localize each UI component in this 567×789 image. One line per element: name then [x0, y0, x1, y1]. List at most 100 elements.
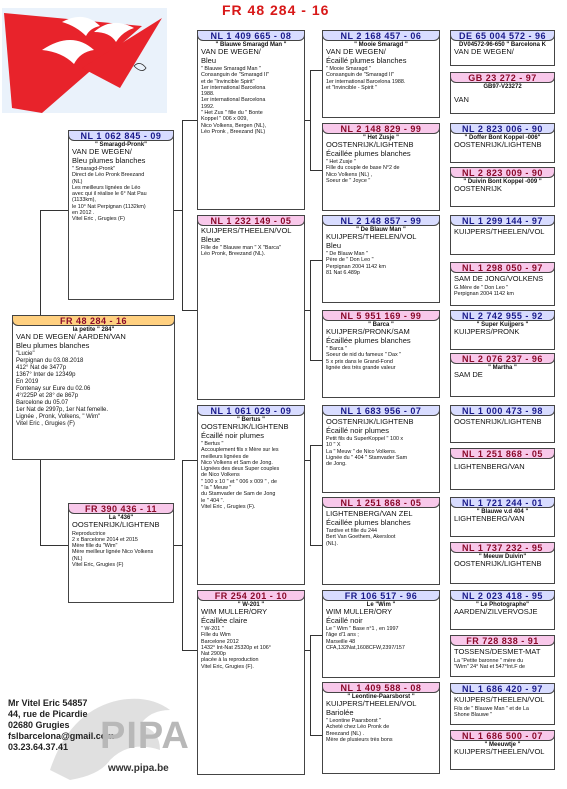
g3-ring-number: NL 1 686 420 - 97 — [451, 684, 554, 694]
grandparent-card[interactable]: NL 1 232 149 - 05 KUIJPERS/THEELEN/VOL B… — [197, 215, 305, 400]
dam-name: La "436" — [108, 515, 134, 521]
great-grandparent-description: Petit fils du SuperKoppel " 100 x 10 " X… — [326, 436, 408, 468]
grandparent-owner: VAN DE WEGEN/ — [201, 47, 261, 56]
grandparent-name: " W-201 " — [237, 602, 265, 608]
great-grandparent-card[interactable]: NL 2 148 829 - 99 " Het Zusje " OOSTENRI… — [322, 123, 440, 211]
contact-email[interactable]: fslbarcelona@gmail.com — [8, 731, 115, 741]
g3-name: " Doffer Bont Koppel -006" — [464, 135, 541, 141]
contact-phone: 03.23.64.37.41 — [8, 742, 69, 752]
great-grandparent-card[interactable]: NL 1 409 588 - 08 " Leontine-Paarsborst … — [322, 682, 440, 774]
g3-card[interactable]: NL 2 742 955 - 92 " Super Kuijpers " KUI… — [450, 310, 555, 350]
great-grandparent-card[interactable]: NL 2 148 857 - 99 " De Blauw Man " KUIJP… — [322, 215, 440, 303]
g3-card[interactable]: NL 2 823 006 - 90 " Doffer Bont Koppel -… — [450, 123, 555, 163]
g3-card[interactable]: NL 1 686 500 - 07 " Meeuwtje " KUIJPERS/… — [450, 730, 555, 770]
g3-owner: OOSTENRIJK/LIGHTENB — [454, 559, 542, 568]
g3-card[interactable]: NL 1 299 144 - 97 KUIJPERS/THEELEN/VOL — [450, 215, 555, 255]
great-grandparent-description: " De Blauw Man " Père de " Don Leo " Per… — [326, 251, 386, 276]
g3-card[interactable]: GB 23 272 - 97 GB97-V23272 VAN — [450, 72, 555, 114]
grandparent-description: Fille de " Blauwe man " X "Barca" Léo Pr… — [201, 245, 281, 258]
g3-card[interactable]: DE 65 004 572 - 96 DV04572-96-650 " Barc… — [450, 30, 555, 66]
g3-ring-number: NL 1 000 473 - 98 — [451, 406, 554, 416]
g3-owner: SAM DE — [454, 370, 483, 379]
grandparent-color: Bleu — [201, 55, 217, 65]
contact-name: Mr Vitel Eric 54857 — [8, 698, 88, 708]
grandparent-card[interactable]: FR 254 201 - 10 " W-201 " WIM MULLER/ORY… — [197, 590, 305, 775]
dam-card[interactable]: FR 390 436 - 11 La "436" OOSTENRIJK/LIGH… — [68, 503, 174, 603]
breeder-logo — [2, 8, 167, 113]
g3-card[interactable]: NL 2 823 009 - 90 " Duivin Bont Koppel -… — [450, 167, 555, 207]
g3-card[interactable]: NL 1 298 050 - 97 SAM DE JONG/VOLKENS G.… — [450, 262, 555, 306]
pipa-url[interactable]: www.pipa.be — [108, 763, 169, 774]
connector-line — [304, 120, 310, 121]
g3-ring-number: NL 1 721 244 - 01 — [451, 498, 554, 508]
connector-line — [174, 545, 182, 546]
great-grandparent-name: " De Blauw Man " — [356, 227, 406, 233]
grandparent-ring-number: NL 1 409 665 - 08 — [198, 31, 304, 41]
sire-owner: VAN DE WEGEN/ — [72, 147, 132, 156]
connector-line — [40, 460, 41, 545]
g3-card[interactable]: FR 728 838 - 91 TOSSENS/DESMET-MAT La "P… — [450, 635, 555, 677]
grandparent-description: " Blauwe Smaragd Man " Consanguin de "Sm… — [201, 66, 269, 135]
connector-line — [304, 650, 310, 651]
connector-line — [310, 260, 311, 360]
g3-color: Fils de " Blauwe Man " et de La Shone Bl… — [454, 705, 529, 718]
great-grandparent-owner: VAN DE WEGEN/ — [326, 47, 386, 56]
great-grandparent-card[interactable]: NL 1 683 956 - 07 OOSTENRIJK/LIGHTENB Éc… — [322, 405, 440, 493]
g3-owner: SAM DE JONG/VOLKENS — [454, 274, 544, 283]
great-grandparent-description: Le " Wim " Base n°1 , en 1997 l'âge d'1 … — [326, 626, 405, 651]
contact-street: 44, rue de Picardie — [8, 709, 88, 719]
great-grandparent-owner: WIM MULLER/ORY — [326, 607, 393, 616]
g3-card[interactable]: NL 1 737 232 - 95 " Meeuw Duivin" OOSTEN… — [450, 542, 555, 584]
great-grandparent-description: " Mooie Smaragd " Consanguin de "Smaragd… — [326, 66, 406, 91]
g3-ring-number: NL 1 737 232 - 95 — [451, 543, 554, 553]
great-grandparent-color: Écaillé noir plumes — [326, 425, 389, 435]
subject-description: "Lucie" Perpignan du 03.08.2018 412° Nat… — [16, 351, 109, 427]
g3-card[interactable]: NL 1 721 244 - 01 " Blauwe v.d 404 " LIG… — [450, 497, 555, 537]
connector-line — [182, 310, 198, 311]
great-grandparent-owner: KUIJPERS/PRONK/SAM — [326, 327, 410, 336]
g3-owner: KUIJPERS/THEELEN/VOL — [454, 747, 545, 756]
great-grandparent-color: Écaillée plumes blanches — [326, 517, 411, 527]
great-grandparent-ring-number: NL 1 251 868 - 05 — [323, 498, 439, 508]
connector-line — [310, 635, 311, 735]
great-grandparent-description: " Het Zusje " Fille du couple de base N°… — [326, 159, 400, 184]
connector-line — [304, 310, 310, 311]
g3-owner: LIGHTENBERG/VAN — [454, 462, 525, 471]
g3-card[interactable]: NL 2 076 237 - 96 " Martha " SAM DE — [450, 353, 555, 397]
g3-name: DV04572-96-650 " Barcelona K — [459, 42, 546, 48]
g3-name: " Super Kuijpers " — [476, 322, 529, 328]
connector-line — [182, 650, 198, 651]
connector-line — [40, 545, 69, 546]
sire-card[interactable]: NL 1 062 845 - 09 " Smaragd-Pronk" VAN D… — [68, 130, 174, 300]
grandparent-card[interactable]: NL 1 061 029 - 09 " Bertus " OOSTENRIJK/… — [197, 405, 305, 585]
subject-card[interactable]: FR 48 284 - 16 la petite " 284" VAN DE W… — [12, 315, 175, 460]
g3-card[interactable]: NL 1 686 420 - 97 KUIJPERS/THEELEN/VOL F… — [450, 683, 555, 725]
connector-line — [310, 635, 322, 636]
g3-ring-number: NL 2 823 006 - 90 — [451, 124, 554, 134]
great-grandparent-card[interactable]: NL 1 251 868 - 05 LIGHTENBERG/VAN ZEL Éc… — [322, 497, 440, 585]
connector-line — [310, 445, 322, 446]
grandparent-card[interactable]: NL 1 409 665 - 08 " Blauwe Smaragd Man "… — [197, 30, 305, 210]
great-grandparent-name: " Leontine-Paarsborst " — [347, 694, 415, 700]
g3-card[interactable]: NL 1 000 473 - 98 OOSTENRIJK/LIGHTENB — [450, 405, 555, 443]
great-grandparent-description: " Barca " Soeur de nid du fameux " Dax "… — [326, 346, 402, 371]
great-grandparent-card[interactable]: NL 5 951 169 - 99 " Barca " KUIJPERS/PRO… — [322, 310, 440, 398]
contact-city: 02680 Grugies — [8, 720, 70, 730]
connector-line — [40, 210, 41, 315]
connector-line — [310, 70, 322, 71]
great-grandparent-card[interactable]: NL 2 168 457 - 06 " Mooie Smaragd " VAN … — [322, 30, 440, 118]
contact-block: Mr Vitel Eric 54857 44, rue de Picardie … — [8, 698, 114, 753]
great-grandparent-card[interactable]: FR 106 517 - 96 Le "Wim " WIM MULLER/ORY… — [322, 590, 440, 678]
connector-line — [174, 210, 182, 211]
connector-line — [182, 120, 198, 121]
sire-name: " Smaragd-Pronk" — [94, 142, 148, 148]
grandparent-name: " Bertus " — [236, 417, 266, 423]
dam-ring-number: FR 390 436 - 11 — [69, 504, 173, 514]
connector-line — [310, 360, 322, 361]
g3-ring-number: NL 1 251 868 - 05 — [451, 449, 554, 459]
g3-card[interactable]: NL 2 023 418 - 95 " Le Photographe" AARD… — [450, 590, 555, 630]
great-grandparent-color: Bleu — [326, 240, 342, 250]
great-grandparent-description: Tardive et fille du 244 Bert Van Goethem… — [326, 528, 396, 547]
g3-card[interactable]: NL 1 251 868 - 05 LIGHTENBERG/VAN — [450, 448, 555, 490]
g3-name: " Le Photographe" — [475, 602, 530, 608]
